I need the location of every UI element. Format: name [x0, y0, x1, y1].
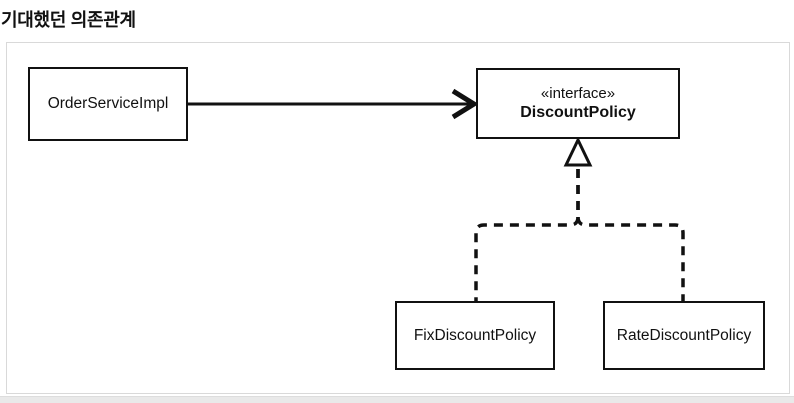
- class-name-label: OrderServiceImpl: [47, 95, 169, 112]
- uml-class-rate-discount-policy: RateDiscountPolicy: [603, 301, 765, 370]
- uml-class-order-service-impl: OrderServiceImpl: [28, 67, 188, 141]
- page-title: 기대했던 의존관계: [1, 10, 136, 30]
- realization-edge-fix: [474, 169, 580, 301]
- class-name-label: RateDiscountPolicy: [616, 326, 752, 344]
- class-name-label: FixDiscountPolicy: [413, 326, 537, 344]
- uml-class-fix-discount-policy: FixDiscountPolicy: [395, 301, 555, 370]
- dependency-arrowhead-icon: [451, 88, 479, 120]
- uml-interface-discount-policy: «interface» DiscountPolicy: [476, 68, 680, 139]
- diagram-frame: OrderServiceImpl «interface» DiscountPol…: [6, 42, 790, 394]
- realization-edge-rate: [576, 169, 685, 301]
- interface-stereotype-label: «interface»: [540, 85, 616, 102]
- realization-triangle-icon: [563, 136, 593, 167]
- interface-name-label: DiscountPolicy: [520, 104, 636, 121]
- page-bottom-strip: [0, 396, 794, 403]
- diagram-edges-layer: [188, 88, 685, 301]
